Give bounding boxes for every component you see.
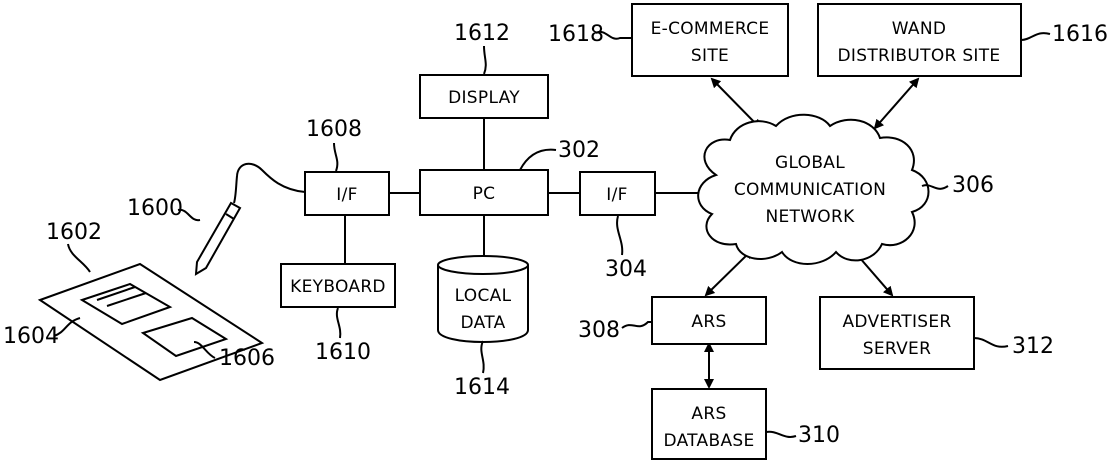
ars-box [651,296,767,345]
wand-distributor-ref-leader [1020,32,1051,41]
network-ars-arrow [704,248,754,297]
ars-database-ref-leader [765,430,797,438]
ecommerce-ref-leader [595,30,632,40]
wand-distributor-box [817,3,1022,77]
keyboard-ref-leader [335,307,342,339]
page-region-a-ref: 1604 [3,324,59,349]
network-label-line1: GLOBAL [775,153,845,173]
ecommerce-box [631,3,789,77]
ars-ref-leader [621,321,652,329]
if-right-ref-leader [616,215,624,256]
ars-node: ARS [651,296,767,345]
network-label-line2: COMMUNICATION [734,180,886,200]
keyboard-ref: 1610 [315,340,371,365]
pc-box [419,169,549,216]
if-right-node: I/F [579,171,656,216]
if-left-ref: 1608 [306,117,362,142]
ars-database-node: ARS DATABASE [651,388,767,460]
if-left-label: I/F [336,185,357,205]
display-label: DISPLAY [448,88,520,108]
pc-label: PC [473,184,496,204]
ars-database-label-line2: DATABASE [663,431,754,451]
ars-database-ref: 310 [798,423,840,448]
if-left-box [304,171,390,216]
if-right-box [579,171,656,216]
keyboard-label: KEYBOARD [290,277,386,297]
if-right-label: I/F [606,185,627,205]
advertiser-server-label-line1: ADVERTISER [842,312,951,332]
network-cloud [697,113,930,265]
pc-node: PC [419,169,549,216]
wand-distributor-label-line2: DISTRIBUTOR SITE [838,46,1001,66]
local-data-label-line1: LOCAL [455,286,512,306]
display-ref-leader [483,45,487,75]
network-label-line3: NETWORK [765,207,855,227]
advertiser-server-ref: 312 [1012,334,1054,359]
ecommerce-label-line1: E-COMMERCE [651,19,770,39]
wand-distributor-node: WAND DISTRIBUTOR SITE [817,3,1022,77]
page-region-a-ref-leader [53,317,81,337]
ars-database-box [651,388,767,460]
ecommerce-label-line2: SITE [691,46,729,66]
wand-pen-icon [194,201,242,276]
wand-ref-leader [177,208,201,222]
advertiser-server-node: ADVERTISER SERVER [819,296,975,370]
page-ref: 1602 [46,220,102,245]
page-ref-leader [67,243,91,273]
page-region-b-outline [140,316,229,358]
wand-distributor-ref: 1616 [1052,22,1108,47]
display-box [419,74,549,119]
ars-label: ARS [691,312,726,332]
pc-ref-leader [519,148,557,171]
if-left-ref-leader [333,142,339,172]
display-ref: 1612 [454,21,510,46]
advertiser-server-label-line2: SERVER [863,339,931,359]
page-region-a-outline [79,282,173,326]
advertiser-server-ref-leader [973,337,1009,348]
network-ref: 306 [952,173,994,198]
if-left-node: I/F [304,171,390,216]
advertiser-server-box [819,296,975,370]
network-ref-leader [921,184,949,190]
local-data-label-line2: DATA [461,313,506,333]
ecommerce-node: E-COMMERCE SITE [631,3,789,77]
pc-ref: 302 [558,138,600,163]
page-region-b-ref-leader [193,341,216,359]
keyboard-box [280,263,396,308]
local-data-ref-leader [480,340,485,374]
ecommerce-ref: 1618 [548,22,604,47]
display-node: DISPLAY [419,74,549,119]
page-region-b-ref: 1606 [219,346,275,371]
network-node: GLOBAL COMMUNICATION NETWORK [697,113,930,265]
local-data-cylinder-top [437,255,529,275]
wand-ref: 1600 [127,196,183,221]
ars-ref: 308 [578,318,620,343]
wand-distributor-label-line1: WAND [892,19,947,39]
local-data-node: LOCAL DATA [437,255,529,343]
ecommerce-network-arrow [710,77,762,130]
ars-database-label-line1: ARS [691,404,726,424]
local-data-ref: 1614 [454,375,510,400]
wand-cable [233,162,306,204]
if-right-ref: 304 [605,257,647,282]
keyboard-node: KEYBOARD [280,263,396,308]
wand-distributor-network-arrow [873,77,920,130]
